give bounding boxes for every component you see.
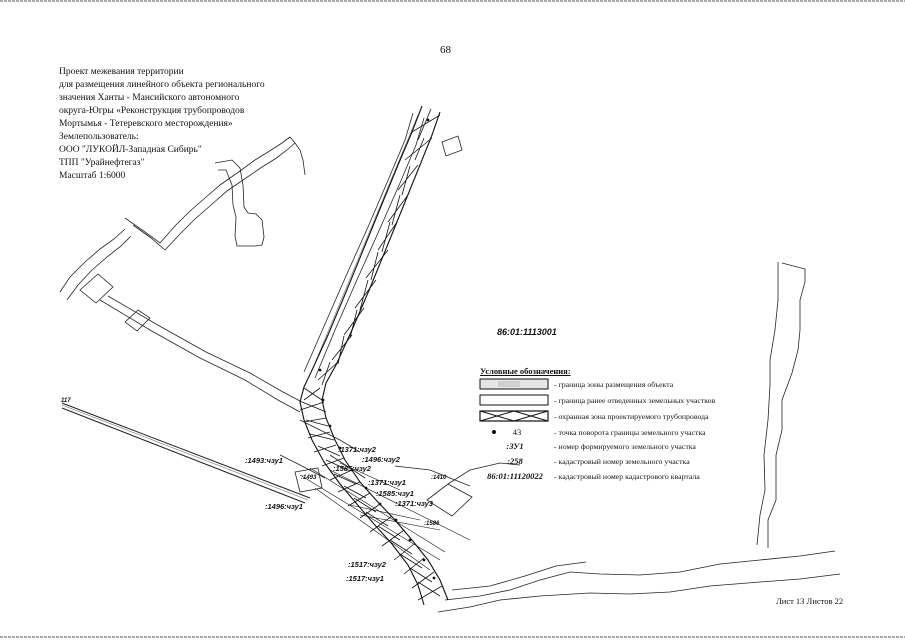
legend-title: Условные обозначения: xyxy=(480,366,571,376)
legend-item-code: :258 xyxy=(507,456,523,466)
placement-zone-symbol xyxy=(479,378,549,390)
parcel-label: :1586 xyxy=(424,521,440,527)
legend-item: 43 - точка поворота границы земельного у… xyxy=(476,426,776,440)
parcel-label: :1371:чзу1 xyxy=(368,478,406,487)
parcel-label: :1517:чзу2 xyxy=(348,560,386,569)
turning-point-symbol xyxy=(492,430,496,434)
parcel-boundary xyxy=(59,228,126,293)
pipeline-corridor-boundary xyxy=(321,111,449,601)
parcel-boundary xyxy=(66,235,132,301)
legend-item-text: - охранная зона проектируемого трубопров… xyxy=(554,412,709,421)
title-block: Проект межевания территории для размещен… xyxy=(59,66,319,183)
parcel-label: :1585:чзу2 xyxy=(333,464,371,473)
title-line: значения Ханты - Мансийского автономного xyxy=(59,93,240,103)
legend-item-text: - номер формируемого земельного участка xyxy=(554,442,696,451)
protection-zone-symbol xyxy=(479,410,549,422)
parcel-label: 117 xyxy=(61,398,71,404)
legend-item: 86:01:11120022 - кадастровый номер кадас… xyxy=(476,470,776,484)
title-line: Мортымья - Тетеревского месторождения» xyxy=(59,119,233,129)
cadastral-quarter-label: 86:01:1113001 xyxy=(497,327,557,337)
parcel-boundary xyxy=(214,159,265,247)
legend-item-text: - граница ранее отведенных земельных уча… xyxy=(554,396,716,405)
parcel-label: :1493 xyxy=(301,475,317,481)
parcel-label: :1496:чзу1 xyxy=(265,502,303,511)
parcel-boundary xyxy=(132,142,296,251)
parcel-label: :1371:чзу3 xyxy=(395,499,433,508)
parcel-label: :1371:чзу2 xyxy=(338,445,376,454)
parcel-label: :1493:чзу1 xyxy=(245,456,283,465)
title-line: Землепользователь: xyxy=(59,132,139,142)
title-line: для размещения линейного объекта региона… xyxy=(59,80,265,90)
parcel-boundary xyxy=(79,273,114,304)
title-line: ТПП "Урайнефтегаз" xyxy=(59,158,145,168)
legend-item: :ЗУ1 - номер формируемого земельного уча… xyxy=(476,440,776,454)
parcel-label: :1517:чзу1 xyxy=(346,574,384,583)
map-legend: Условные обозначения: - граница зоны раз… xyxy=(476,366,776,481)
legend-item-code: 86:01:11120022 xyxy=(487,471,543,481)
parcel-boundary xyxy=(124,309,151,332)
title-line: округа-Югры «Реконструкция трубопроводов xyxy=(59,106,245,116)
page-number: 68 xyxy=(440,44,451,56)
legend-item: :258 - кадастровый номер земельного учас… xyxy=(476,455,776,469)
title-line: ООО "ЛУКОЙЛ-Западная Сибирь" xyxy=(59,145,202,155)
legend-item-text: - граница зоны размещения объекта xyxy=(554,380,674,389)
title-line: Масштаб 1:6000 xyxy=(59,171,126,181)
parcel-boundary xyxy=(124,136,291,244)
parcel-label: :1410 xyxy=(431,475,447,481)
legend-item-text: - кадастровый номер земельного участка xyxy=(554,457,690,466)
parcel-boundary xyxy=(289,136,306,176)
legend-item-code: :ЗУ1 xyxy=(506,441,524,451)
parcel-boundary xyxy=(99,299,301,413)
parcel-label: :1585:чзу1 xyxy=(376,489,414,498)
parcel-label: :1496:чзу2 xyxy=(362,455,400,464)
title-line: Проект межевания территории xyxy=(59,67,184,77)
sheet-info: Лист 13 Листов 22 xyxy=(776,596,844,606)
legend-item-code: 43 xyxy=(512,427,522,437)
previous-parcel-symbol xyxy=(479,394,549,406)
legend-item: - граница зоны размещения объекта xyxy=(476,378,776,392)
legend-item: - охранная зона проектируемого трубопров… xyxy=(476,410,776,424)
legend-item-text: - кадастровый номер кадастрового квартал… xyxy=(554,472,700,481)
legend-item: - граница ранее отведенных земельных уча… xyxy=(476,394,776,408)
parcel-boundary xyxy=(107,295,303,403)
legend-item-text: - точка поворота границы земельного учас… xyxy=(554,428,706,437)
